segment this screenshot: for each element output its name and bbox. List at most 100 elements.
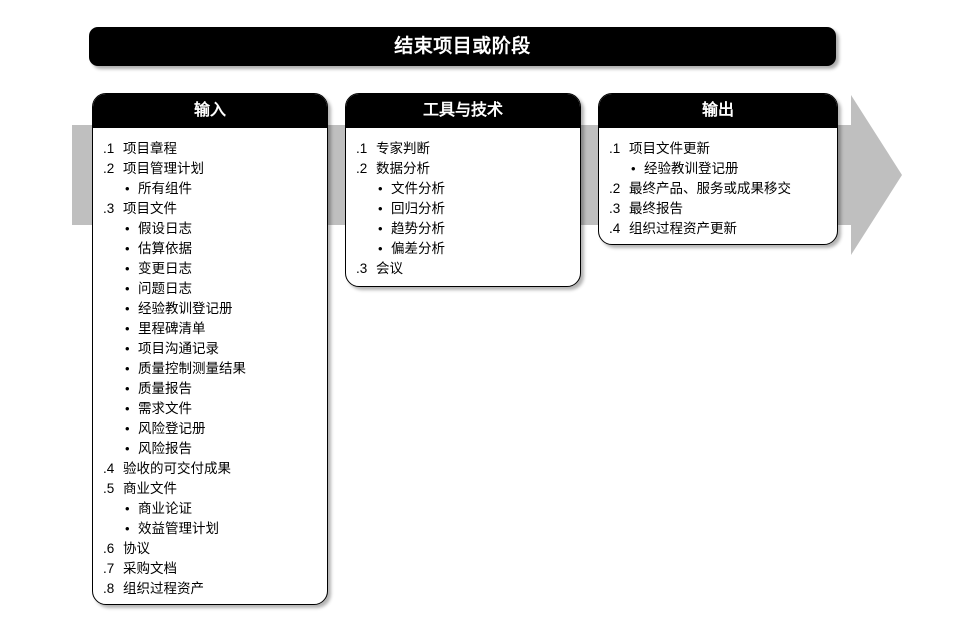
- list-item-label: 商业文件: [123, 481, 177, 496]
- list-subitem-label: 质量控制测量结果: [138, 361, 246, 376]
- list-subitem: •风险登记册: [103, 419, 321, 439]
- list-subitem: • 需求文件: [103, 399, 321, 419]
- list-subitem-label: 商业论证: [138, 501, 192, 516]
- list-item-number: .6: [103, 541, 115, 556]
- list-subitem: • 项目沟通记录: [103, 339, 321, 359]
- list-item-number: .3: [103, 201, 115, 216]
- bullet-icon: •: [125, 361, 130, 376]
- list-subitem: • 里程碑清单: [103, 319, 321, 339]
- list-item: .4 验收的可交付成果: [103, 459, 321, 479]
- bullet-icon: •: [631, 161, 636, 176]
- list-item-label: 协议: [123, 541, 150, 556]
- list-item-number: .8: [103, 581, 115, 596]
- list-item-number: .4: [609, 221, 621, 236]
- bullet-icon: •: [125, 381, 130, 396]
- list-subitem: •趋势分析: [356, 219, 574, 239]
- list-item-number: .2: [103, 161, 115, 176]
- list-item-number: .3: [609, 201, 621, 216]
- bullet-icon: •: [125, 441, 130, 456]
- list-item-number: .7: [103, 561, 115, 576]
- list-item: .5 商业文件: [103, 479, 321, 499]
- panel-header-outputs: 输出: [599, 94, 837, 128]
- list-subitem: • 效益管理计划: [103, 519, 321, 539]
- bullet-icon: •: [125, 521, 130, 536]
- panel-title-outputs: 输出: [701, 102, 734, 119]
- bullet-icon: •: [378, 221, 383, 236]
- list-subitem-label: 项目沟通记录: [138, 341, 219, 356]
- list-item: .4 组织过程资产更新: [609, 219, 831, 239]
- list-item-number: .1: [103, 141, 115, 156]
- page-title: 结束项目或阶段: [394, 36, 531, 57]
- bullet-icon: •: [125, 341, 130, 356]
- list-subitem-label: 里程碑清单: [138, 321, 206, 336]
- list-item: .1 项目章程: [103, 139, 321, 159]
- bullet-icon: •: [125, 261, 130, 276]
- list-subitem: • 经验教训登记册: [103, 299, 321, 319]
- list-subitem-label: 效益管理计划: [138, 521, 219, 536]
- list-subitem-label: 假设日志: [138, 221, 192, 236]
- bullet-icon: •: [125, 301, 130, 316]
- bullet-icon: •: [125, 221, 130, 236]
- list-subitem: •回归分析: [356, 199, 574, 219]
- bullet-icon: •: [125, 501, 130, 516]
- list-item: .2 项目管理计划: [103, 159, 321, 179]
- list-item-label: 项目章程: [123, 141, 177, 156]
- bullet-icon: •: [125, 401, 130, 416]
- list-item: .6 协议: [103, 539, 321, 559]
- list-item-number: .4: [103, 461, 115, 476]
- list-subitem: • 文件分析: [356, 179, 574, 199]
- list-subitem: •问题日志: [103, 279, 321, 299]
- list-subitem: •经验教训登记册: [609, 159, 831, 179]
- panel-header-tools-techniques: 工具与技术: [346, 94, 580, 128]
- list-item: .1 项目文件更新: [609, 139, 831, 159]
- list-subitem: • 所有组件: [103, 179, 321, 199]
- list-subitem: • 商业论证: [103, 499, 321, 519]
- process-title-bar: 结束项目或阶段: [89, 27, 836, 66]
- list-item-number: .5: [103, 481, 115, 496]
- list-item-number: .2: [356, 161, 368, 176]
- list-item: .3 最终报告: [609, 199, 831, 219]
- list-subitem-label: 偏差分析: [391, 241, 445, 256]
- bullet-icon: •: [125, 181, 130, 196]
- list-item-number: .3: [356, 261, 368, 276]
- bullet-icon: •: [125, 421, 130, 436]
- list-subitem-label: 所有组件: [138, 181, 192, 196]
- list-item-number: .1: [356, 141, 368, 156]
- list-item-label: 会议: [376, 261, 403, 276]
- bullet-icon: •: [378, 181, 383, 196]
- list-subitem-label: 问题日志: [138, 281, 192, 296]
- list-item-label: 最终报告: [629, 201, 683, 216]
- list-subitem-label: 经验教训登记册: [138, 301, 233, 316]
- bullet-icon: •: [125, 321, 130, 336]
- panel-header-inputs: 输入: [93, 94, 327, 128]
- list-subitem-label: 风险报告: [138, 441, 192, 456]
- list-subitem: • 质量控制测量结果: [103, 359, 321, 379]
- list-item: .3 会议: [356, 259, 574, 279]
- list-item-number: .1: [609, 141, 621, 156]
- list-item-label: 组织过程资产: [123, 581, 204, 596]
- bullet-icon: •: [378, 201, 383, 216]
- list-subitem: •估算依据: [103, 239, 321, 259]
- list-subitem-label: 需求文件: [138, 401, 192, 416]
- list-item-label: 项目文件更新: [629, 141, 710, 156]
- list-item-label: 数据分析: [376, 161, 430, 176]
- list-item-label: 组织过程资产更新: [629, 221, 737, 236]
- panel-title-tools-techniques: 工具与技术: [422, 102, 503, 119]
- list-subitem-label: 文件分析: [391, 181, 445, 196]
- list-subitem: • 风险报告: [103, 439, 321, 459]
- list-subitem-label: 质量报告: [138, 381, 192, 396]
- list-item: .2 数据分析: [356, 159, 574, 179]
- list-item-label: 专家判断: [376, 141, 430, 156]
- list-item-number: .2: [609, 181, 621, 196]
- list-item-label: 项目管理计划: [123, 161, 204, 176]
- list-item-label: 验收的可交付成果: [123, 461, 231, 476]
- list-item: .1 专家判断: [356, 139, 574, 159]
- list-item-label: 采购文档: [123, 561, 177, 576]
- panel-title-inputs: 输入: [193, 102, 226, 119]
